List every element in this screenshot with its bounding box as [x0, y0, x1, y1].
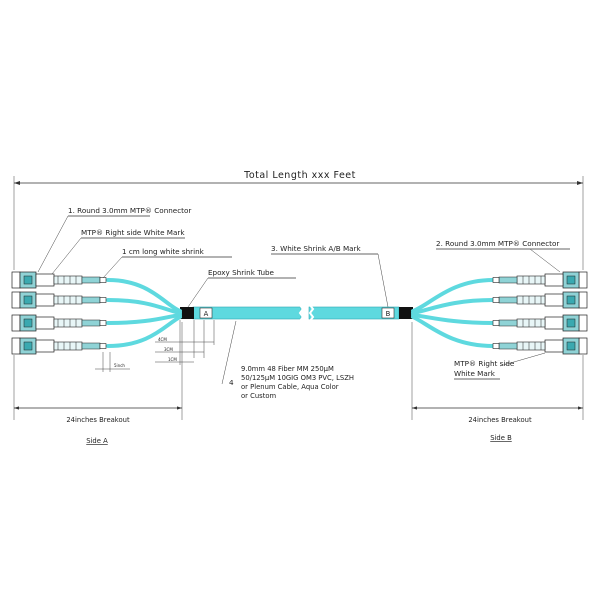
side-b-connectors: [492, 271, 588, 355]
breakout-dimension-a: 24inches Breakout Side A: [13, 322, 183, 445]
mtp-connector-a1: [11, 271, 107, 289]
side-a-callouts: 1. Round 3.0mm MTP® Connector MTP® Right…: [37, 206, 296, 308]
dim-5inch-label: 5inch: [114, 363, 125, 368]
mtp-connector-a4: [11, 337, 107, 355]
mtp-connector-b4: [492, 337, 588, 355]
callout-ab-mark: 3. White Shrink A/B Mark: [271, 244, 362, 253]
mtp-connector-b1: [492, 271, 588, 289]
callout-white-shrink: 1 cm long white shrink: [122, 247, 205, 256]
cable-spec-callout: 4 9.0mm 48 Fiber MM 250µM 50/125µM 10GIG…: [221, 320, 354, 400]
callout-white-mark-a: MTP® Right side White Mark: [81, 228, 185, 237]
breakout-a-label: 24inches Breakout: [66, 416, 130, 424]
total-length-label: Total Length xxx Feet: [243, 170, 356, 181]
callout-white-mark-b-line2: White Mark: [454, 369, 496, 378]
dim-1cm-label: 1CM: [168, 357, 177, 362]
epoxy-shrink-b: [399, 307, 413, 319]
cable-spec-number: 4: [229, 378, 234, 387]
epoxy-shrink-a: [180, 307, 194, 319]
mtp-connector-a2: [11, 291, 107, 309]
side-b-breakout-legs: [411, 278, 495, 348]
side-a-connectors: [11, 271, 107, 355]
total-length-dimension: Total Length xxx Feet: [13, 170, 584, 270]
cable-spec-line3: or Plenum Cable, Aqua Color: [241, 383, 339, 391]
side-a-breakout-legs: [106, 278, 182, 348]
cable-spec-line4: or Custom: [241, 392, 277, 400]
callout-white-mark-b-line1: MTP® Right side: [454, 359, 515, 368]
breakout-dimension-b: 24inches Breakout Side B: [411, 322, 584, 442]
side-b-callouts: 3. White Shrink A/B Mark 2. Round 3.0mm …: [271, 239, 570, 380]
trunk-cable: A B: [180, 304, 413, 322]
side-b-label: Side B: [490, 434, 512, 442]
ab-mark-b-label: B: [386, 310, 391, 318]
callout-epoxy-shrink: Epoxy Shrink Tube: [208, 268, 275, 277]
callout-round-connector-b: 2. Round 3.0mm MTP® Connector: [436, 239, 559, 248]
shrink-dimensions: 4CM 3CM 1CM 5inch: [95, 320, 215, 372]
mtp-connector-b2: [492, 291, 588, 309]
ab-mark-b: [381, 307, 395, 319]
ab-mark-a: [199, 307, 213, 319]
callout-round-connector-a: 1. Round 3.0mm MTP® Connector: [68, 206, 191, 215]
mtp-connector-b3: [492, 314, 588, 332]
breakout-b-label: 24inches Breakout: [468, 416, 532, 424]
mtp-connector-a3: [11, 314, 107, 332]
cable-spec-line2: 50/125µM 10GIG OM3 PVC, LSZH: [241, 374, 354, 382]
cable-spec-line1: 9.0mm 48 Fiber MM 250µM: [241, 365, 334, 373]
dim-4cm-label: 4CM: [158, 337, 167, 342]
side-a-label: Side A: [86, 437, 108, 445]
ab-mark-a-label: A: [204, 310, 209, 318]
dim-3cm-label: 3CM: [164, 347, 173, 352]
